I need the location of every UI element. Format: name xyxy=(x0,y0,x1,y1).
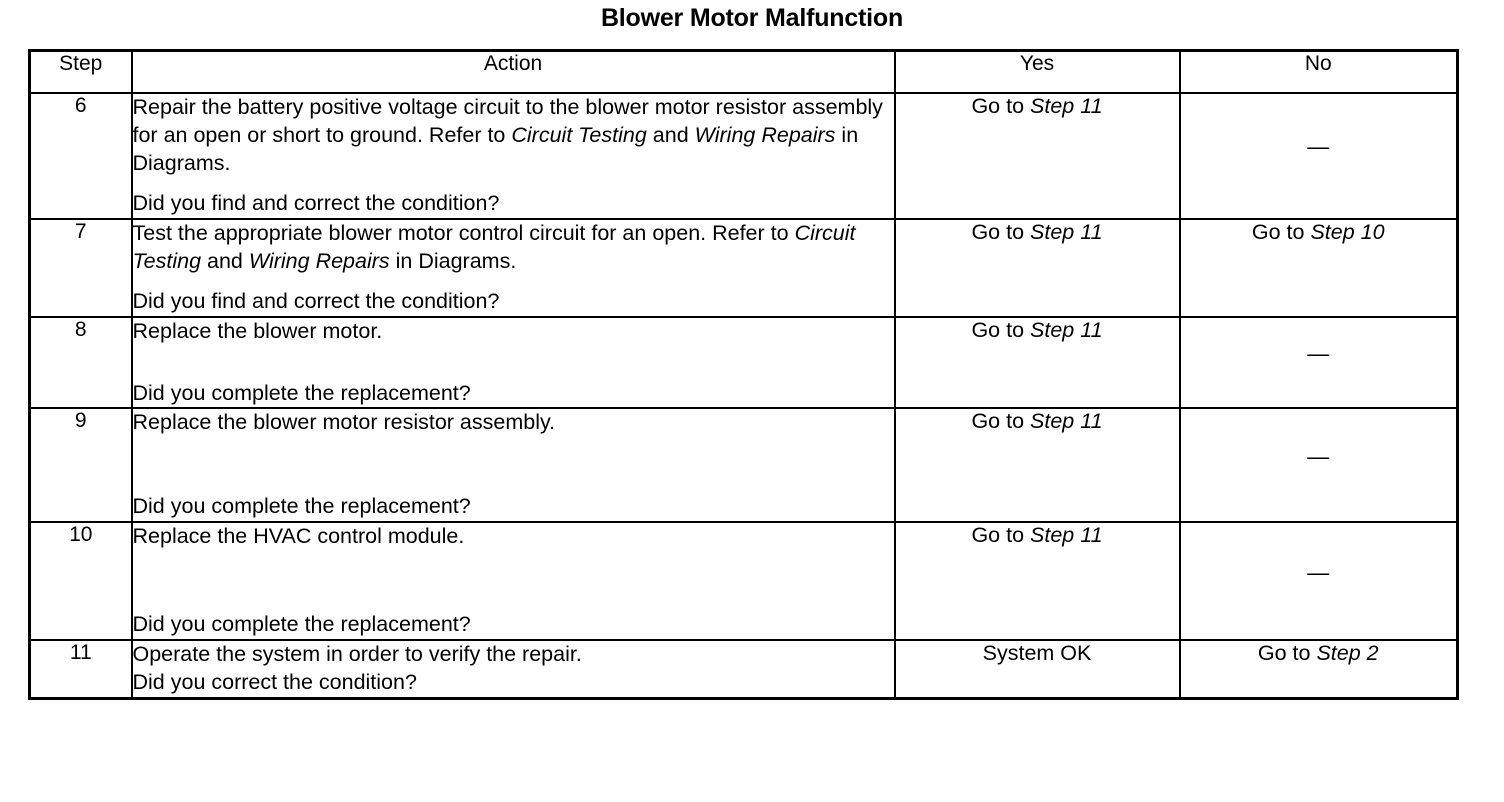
action-cell: Replace the blower motor. Did you complet… xyxy=(130,315,896,410)
em-dash-placeholder: — xyxy=(1307,341,1330,366)
step-number-cell: 11 xyxy=(28,639,133,700)
branch-goto-step: Step 11 xyxy=(1030,317,1103,342)
em-dash-placeholder: — xyxy=(1307,559,1330,585)
vertical-spacer xyxy=(133,178,894,190)
branch-goto-prefix: Go to xyxy=(971,94,1031,118)
body-text: Repair the battery positive voltage circ… xyxy=(132,95,883,147)
action-instruction: Test the appropriate blower motor contro… xyxy=(133,220,894,276)
action-question: Did you correct the condition? xyxy=(132,670,417,695)
branch-goto-prefix: Go to xyxy=(971,317,1031,342)
branch-goto-step: Step 11 xyxy=(1030,219,1103,244)
step-number-cell: 7 xyxy=(28,217,133,318)
header-row: Step Action Yes No xyxy=(28,49,1459,94)
action-cell: Replace the HVAC control module. Did you … xyxy=(130,521,896,642)
step-number-cell: 10 xyxy=(28,521,133,642)
branch-goto-prefix: Go to xyxy=(971,409,1031,434)
action-instruction: Replace the blower motor. xyxy=(133,318,894,346)
em-dash-placeholder: — xyxy=(1307,134,1330,160)
yes-branch-cell: Go to Step 11 xyxy=(893,521,1181,642)
vertical-spacer xyxy=(133,346,894,380)
body-text: Replace the HVAC control module. xyxy=(132,524,465,549)
action-instruction: Replace the blower motor resistor assemb… xyxy=(133,409,894,437)
step-number-cell: 6 xyxy=(28,92,133,220)
step-number-cell: 8 xyxy=(28,315,133,410)
page-title: Blower Motor Malfunction xyxy=(600,4,904,32)
action-instruction: Repair the battery positive voltage circ… xyxy=(133,94,894,178)
step-number-cell: 9 xyxy=(28,407,133,524)
column-header-action: Action xyxy=(130,49,896,94)
yes-branch-cell: Go to Step 11 xyxy=(893,217,1181,318)
emphasis-text: Circuit Testing xyxy=(511,122,647,147)
body-text: Test the appropriate blower motor contro… xyxy=(132,220,795,245)
body-text: Replace the blower motor. xyxy=(132,318,383,343)
action-question: Did you find and correct the condition? xyxy=(132,288,500,313)
yes-branch-cell: Go to Step 11 xyxy=(893,92,1181,220)
body-text: and xyxy=(201,248,249,273)
body-text: Replace the blower motor resistor assemb… xyxy=(132,410,556,435)
column-header-step: Step xyxy=(28,49,133,94)
body-text: in Diagrams. xyxy=(389,248,517,273)
action-question: Did you complete the replacement? xyxy=(132,612,471,637)
no-branch-cell: — xyxy=(1178,407,1459,524)
branch-goto-prefix: Go to xyxy=(1257,641,1317,666)
branch-goto-step: Step 11 xyxy=(1030,523,1103,548)
action-instruction: Operate the system in order to verify th… xyxy=(133,641,894,669)
emphasis-text: Wiring Repairs xyxy=(248,248,390,273)
action-cell: Replace the blower motor resistor assemb… xyxy=(130,407,896,524)
no-branch-cell: Go to Step 2 xyxy=(1178,639,1459,700)
column-header-yes: Yes xyxy=(893,49,1181,94)
branch-goto-prefix: Go to xyxy=(971,523,1031,548)
no-branch-cell: — xyxy=(1178,521,1459,642)
emphasis-text: Circuit Testing xyxy=(132,220,856,273)
em-dash-placeholder: — xyxy=(1307,443,1330,469)
branch-result-text: System OK xyxy=(982,641,1092,666)
body-text: Operate the system in order to verify th… xyxy=(132,642,582,667)
action-cell: Repair the battery positive voltage circ… xyxy=(130,92,896,220)
no-branch-cell: Go to Step 10 xyxy=(1178,217,1459,318)
vertical-spacer xyxy=(133,551,894,611)
action-question: Did you find and correct the condition? xyxy=(132,190,500,215)
no-branch-cell: — xyxy=(1178,315,1459,410)
action-question: Did you complete the replacement? xyxy=(132,380,471,405)
body-text: in Diagrams. xyxy=(132,122,859,175)
table-header: Step Action Yes No xyxy=(28,49,1459,94)
branch-goto-step: Step 10 xyxy=(1310,219,1385,244)
yes-branch-cell: Go to Step 11 xyxy=(893,407,1181,524)
yes-branch-cell: System OK xyxy=(893,639,1181,700)
column-header-no: No xyxy=(1178,49,1459,94)
branch-goto-prefix: Go to xyxy=(1251,219,1311,244)
action-question: Did you complete the replacement? xyxy=(132,494,471,519)
no-branch-cell: — xyxy=(1178,92,1459,220)
body-text: and xyxy=(646,122,695,147)
yes-branch-cell: Go to Step 11 xyxy=(893,315,1181,410)
action-instruction: Replace the HVAC control module. xyxy=(133,523,894,551)
emphasis-text: Wiring Repairs xyxy=(694,122,836,147)
branch-goto-step: Step 11 xyxy=(1030,409,1103,434)
vertical-spacer xyxy=(133,437,894,493)
branch-goto-prefix: Go to xyxy=(971,219,1031,244)
branch-goto-step: Step 2 xyxy=(1316,641,1379,666)
action-cell: Test the appropriate blower motor contro… xyxy=(130,217,896,318)
vertical-spacer xyxy=(133,276,894,288)
branch-goto-step: Step 11 xyxy=(1030,94,1103,118)
action-cell: Operate the system in order to verify th… xyxy=(130,639,896,700)
